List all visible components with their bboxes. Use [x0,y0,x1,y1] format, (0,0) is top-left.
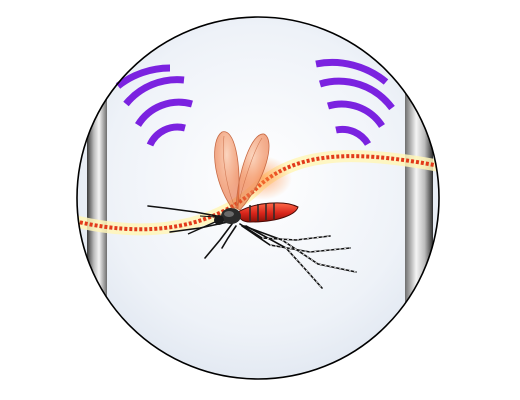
right-sound-waves-icon [315,58,395,146]
mosquito [147,131,357,289]
right-metal-post [405,20,433,379]
left-metal-post [87,20,107,379]
lens-outline [76,16,440,380]
left-sound-waves-icon [115,64,193,147]
